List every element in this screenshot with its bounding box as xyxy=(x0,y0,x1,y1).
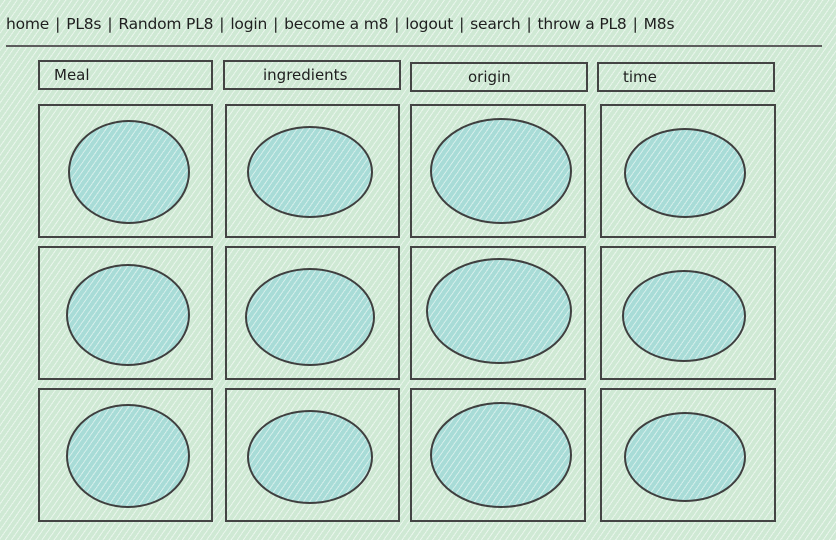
plate-image-placeholder xyxy=(247,126,373,218)
nav-separator: | xyxy=(219,15,225,33)
nav-link-search[interactable]: search xyxy=(470,15,521,33)
meal-grid-cell[interactable] xyxy=(38,104,213,238)
column-header-time[interactable]: time xyxy=(597,62,775,92)
nav-separator: | xyxy=(632,15,638,33)
nav-link-become-a-m8[interactable]: become a m8 xyxy=(284,15,389,33)
nav-separator: | xyxy=(394,15,400,33)
nav-link-random-pl8[interactable]: Random PL8 xyxy=(118,15,214,33)
nav-separator: | xyxy=(273,15,279,33)
nav-link-home[interactable]: home xyxy=(6,15,50,33)
nav-link-pl8s[interactable]: PL8s xyxy=(66,15,102,33)
column-header-meal[interactable]: Meal xyxy=(38,60,213,90)
plate-image-placeholder xyxy=(247,410,373,504)
plate-image-placeholder xyxy=(430,402,572,508)
meal-grid-cell[interactable] xyxy=(225,104,400,238)
top-navigation: home | PL8s | Random PL8 | login | becom… xyxy=(6,12,830,36)
nav-link-throw-a-pl8[interactable]: throw a PL8 xyxy=(537,15,627,33)
plate-image-placeholder xyxy=(245,268,375,366)
plate-image-placeholder xyxy=(622,270,746,362)
meal-grid-cell[interactable] xyxy=(410,104,586,238)
meal-grid-cell[interactable] xyxy=(600,246,776,380)
plate-image-placeholder xyxy=(430,118,572,224)
plate-image-placeholder xyxy=(66,404,190,508)
plate-image-placeholder xyxy=(426,258,572,364)
plate-image-placeholder xyxy=(624,412,746,502)
plate-image-placeholder xyxy=(624,128,746,218)
nav-link-login[interactable]: login xyxy=(230,15,268,33)
nav-link-m8s[interactable]: M8s xyxy=(643,15,675,33)
meal-grid-cell[interactable] xyxy=(38,246,213,380)
meal-grid-cell[interactable] xyxy=(600,104,776,238)
header-divider xyxy=(6,45,822,47)
meal-grid-cell[interactable] xyxy=(38,388,213,522)
meal-grid-cell[interactable] xyxy=(410,246,586,380)
nav-separator: | xyxy=(107,15,113,33)
nav-separator: | xyxy=(526,15,532,33)
column-header-ingredients[interactable]: ingredients xyxy=(223,60,401,90)
plate-image-placeholder xyxy=(66,264,190,366)
column-header-origin[interactable]: origin xyxy=(410,62,588,92)
meal-grid-cell[interactable] xyxy=(600,388,776,522)
nav-separator: | xyxy=(459,15,465,33)
nav-separator: | xyxy=(55,15,61,33)
meal-grid-cell[interactable] xyxy=(225,388,400,522)
nav-link-logout[interactable]: logout xyxy=(405,15,454,33)
meal-grid-cell[interactable] xyxy=(410,388,586,522)
plate-image-placeholder xyxy=(68,120,190,224)
meal-grid-cell[interactable] xyxy=(225,246,400,380)
